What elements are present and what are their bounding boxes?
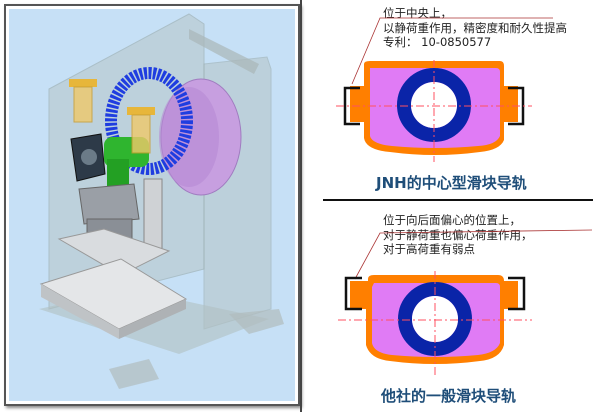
leader-line: [354, 229, 593, 280]
left-guide-rail: [343, 86, 360, 126]
conventional-slide-guide-diagram: [338, 229, 593, 377]
center-slide-guide-diagram: [336, 17, 553, 162]
panel-separator: [300, 0, 302, 412]
top-note-line: 位于中央上，: [383, 6, 452, 20]
bottom-note-line: 对于高荷重有弱点: [383, 242, 475, 256]
bottom-diagram-title: 他社的一般滑块导轨: [381, 387, 517, 405]
leader-line: [351, 17, 553, 85]
right-guide-rail: [508, 276, 526, 311]
bottom-note-line: 位于向后面偏心的位置上，: [383, 213, 521, 227]
top-note: 位于中央上， 以静荷重作用，精密度和耐久性提高 专利： 10-0850577: [383, 6, 567, 50]
top-note-line: 以静荷重作用，精密度和耐久性提高: [383, 20, 567, 35]
machine-illustration: [9, 9, 295, 401]
bottom-note: 位于向后面偏心的位置上， 对于静荷重也偏心荷重作用， 对于高荷重有弱点: [383, 213, 533, 257]
left-guide-rail: [344, 276, 362, 311]
top-note-line: 专利： 10-0850577: [383, 35, 492, 49]
press-machine-3d-render: [4, 4, 300, 406]
divider: [323, 199, 593, 201]
top-diagram-title: JNH的中心型滑块导轨: [376, 174, 527, 192]
